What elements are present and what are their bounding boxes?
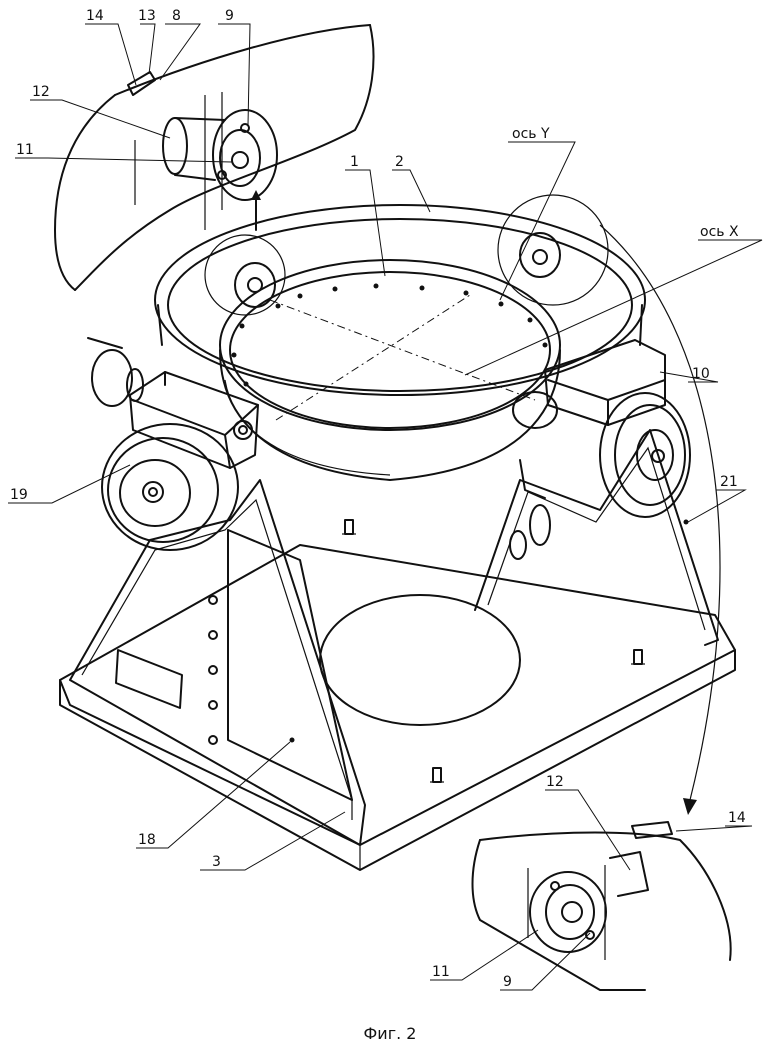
- axis-x-label: ось X: [700, 224, 739, 240]
- outer-ring: [154, 204, 646, 396]
- callout-14-detail: 14: [728, 810, 746, 826]
- detail-view-upper: [54, 24, 375, 316]
- callout-9-detail: 9: [503, 974, 512, 990]
- detail-link-right: [497, 194, 721, 815]
- callout-19: 19: [10, 487, 28, 503]
- callout-12: 12: [32, 84, 50, 100]
- callout-13: 13: [138, 8, 156, 24]
- callout-3: 3: [212, 854, 221, 870]
- base-bolts: [342, 519, 645, 783]
- callout-12-detail: 12: [546, 774, 564, 790]
- inner-table: [219, 259, 561, 481]
- figure-caption: Фиг. 2: [363, 1024, 417, 1043]
- left-support-frame: [69, 479, 366, 846]
- callout-labels: 14 13 8 9 12 11 1 2 10 19 21 18 3 12 14 …: [10, 8, 746, 990]
- left-dial-unit: [87, 337, 259, 551]
- callout-11: 11: [16, 142, 34, 158]
- callout-21: 21: [720, 474, 738, 490]
- axis-y-label: ось Y: [512, 126, 550, 142]
- callout-1: 1: [350, 154, 359, 170]
- callout-8: 8: [172, 8, 181, 24]
- callout-18: 18: [138, 832, 156, 848]
- callout-14: 14: [86, 8, 104, 24]
- callout-2: 2: [395, 154, 404, 170]
- callout-10: 10: [692, 366, 710, 382]
- floor-hole: [319, 594, 521, 726]
- right-support-frame: [474, 429, 719, 646]
- leader-lines: [8, 23, 763, 991]
- right-dial-unit: [512, 339, 691, 518]
- detail-view-lower: [471, 821, 732, 991]
- callout-11-detail: 11: [432, 964, 450, 980]
- base-plate: [59, 544, 736, 871]
- callout-9: 9: [225, 8, 234, 24]
